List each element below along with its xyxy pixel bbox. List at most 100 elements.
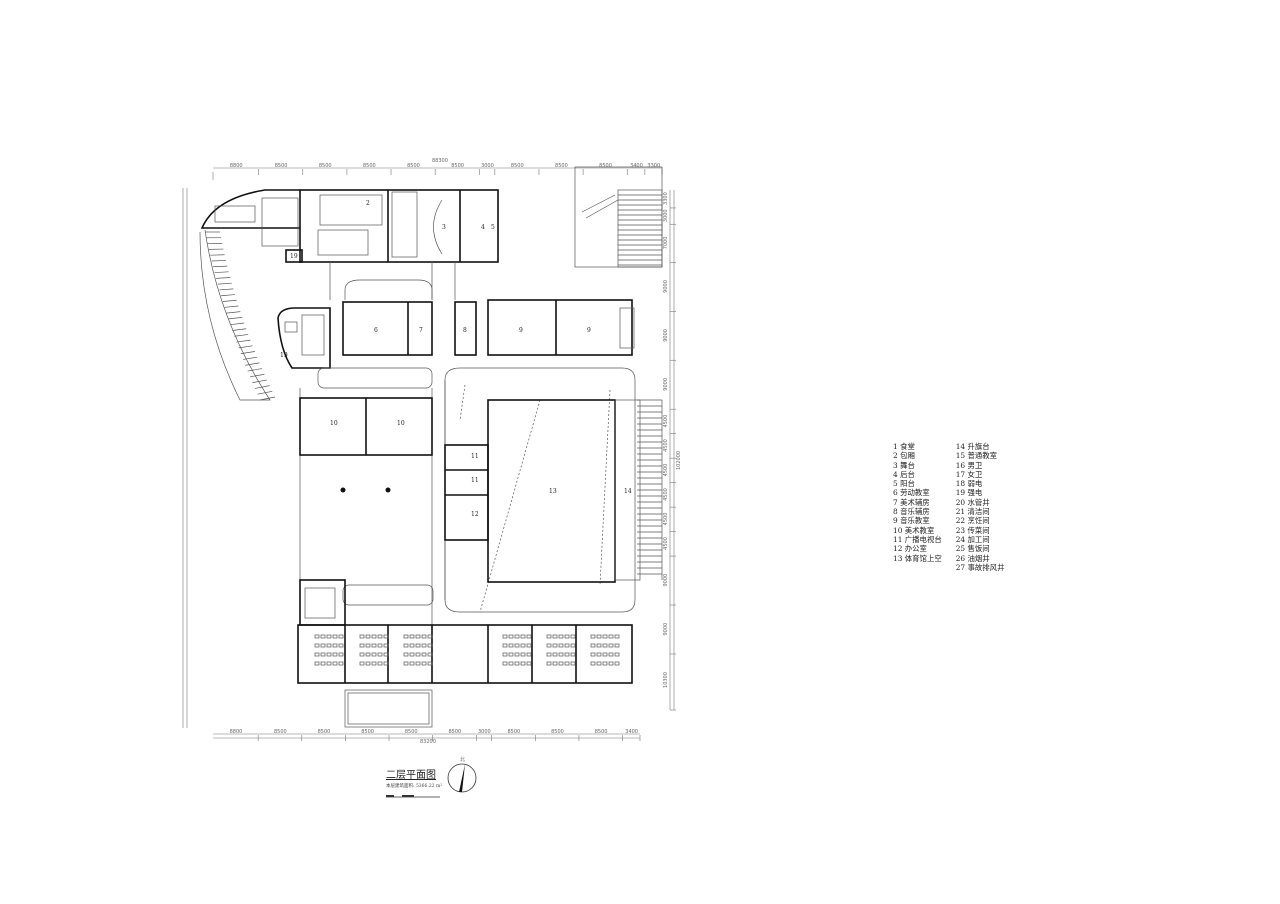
north-wing [199,189,499,401]
room-label: 11 [471,453,479,460]
legend-number: 25 [955,544,966,554]
room-label: 4 [481,224,485,231]
dimension-label: 9000 [663,623,669,636]
legend-number: 26 [955,553,966,563]
dimension-label: 8500 [555,163,568,169]
dimension-label: 7000 [663,237,669,250]
room-label: 11 [471,477,479,484]
dimension-label: 8500 [599,163,612,169]
legend-item: 1 食堂 [893,442,942,451]
legend-item: 9 音乐教室 [893,516,942,525]
legend-name: 水管井 [967,497,990,507]
north-arrow-icon: 北 [447,756,477,793]
dimension-label: 8500 [511,163,524,169]
corridors [299,367,636,625]
legend-name: 后台 [900,469,915,479]
legend-item: 6 劳动教室 [893,488,942,497]
legend-item: 15 普通教室 [956,451,1005,460]
legend-number: 3 [893,460,898,470]
legend-item: 4 后台 [893,470,942,479]
legend-name: 包厢 [900,451,915,461]
dimension-label: 4500 [663,488,669,501]
legend-number: 8 [893,507,898,517]
art-classrooms [299,397,433,626]
middle-wing [277,299,635,369]
area-note: 本层建筑面积: 5366.22 m² [386,784,443,789]
legend-item: 3 舞台 [893,461,942,470]
room-label: 10 [330,420,338,427]
legend-name: 强电 [967,488,983,498]
legend-name: 加工间 [967,534,990,544]
legend-item: 5 阳台 [893,479,942,488]
dimension-label: 8500 [407,163,420,169]
legend-item: 27 事故排风井 [956,563,1005,572]
legend-item: 25 售饭间 [956,544,1005,553]
dimension-label: 8500 [363,163,376,169]
dimension-label: 4500 [663,537,669,550]
legend-number: 15 [955,451,966,461]
legend-name: 事故排风井 [967,562,1005,572]
legend-item: 26 油烟井 [956,554,1005,563]
legend-number: 2 [893,451,898,461]
legend-item: 17 女卫 [956,470,1005,479]
dimension-label: 8500 [319,163,332,169]
dimension-label: 3000 [663,209,669,222]
legend-item: 20 水管井 [956,498,1005,507]
dimension-label: 8800 [230,729,243,735]
dimension-lines [182,167,675,739]
dimension-label: 8500 [274,729,287,735]
legend-name: 男卫 [967,460,983,470]
room-label: 6 [374,327,378,334]
room-label: 5 [491,224,495,231]
legend-name: 办公室 [904,544,927,554]
legend-name: 传菜间 [967,525,990,535]
room-label: 19 [290,253,298,260]
legend-number: 4 [893,469,898,479]
room-label: 8 [463,327,467,334]
room-label: 14 [624,488,632,495]
scale-bar [386,795,440,798]
legend-item: 19 强电 [956,488,1005,497]
legend-name: 油烟井 [967,553,990,563]
legend-name: 美术教室 [904,525,935,535]
dimension-label: 10300 [663,672,669,688]
south-wing [297,624,633,728]
dimension-label: 9000 [663,329,669,342]
legend-item: 22 烹饪间 [956,516,1005,525]
legend-name: 食堂 [900,442,915,451]
svg-text:北: 北 [460,756,465,763]
dimension-label: 3000 [481,163,494,169]
dimension-label: 9000 [663,378,669,391]
dimension-label: 8500 [507,729,520,735]
legend-name: 舞台 [900,460,915,470]
dimension-total: 88300 [432,158,448,164]
room-label: 19 [280,352,288,359]
legend-number: 6 [893,488,898,498]
legend-name: 劳动教室 [900,488,930,498]
legend-name: 普通教室 [967,451,998,461]
room-label: 13 [549,488,557,495]
dimension-label: 8500 [361,729,374,735]
legend-number: 23 [955,525,966,535]
dimension-label: 8500 [551,729,564,735]
dimension-label: 9000 [663,574,669,587]
legend-name: 清洁间 [967,507,990,517]
legend-item: 16 男卫 [956,461,1005,470]
dimension-label: 8800 [230,163,243,169]
legend-number: 24 [955,534,966,544]
dimension-labels: 8800 8500 8500 8500 8500 8500 3000 8500 8500 8500… [230,158,682,745]
dimension-label: 4500 [663,464,669,477]
legend-name: 阳台 [900,479,915,489]
legend-name: 烹饪间 [967,516,990,526]
room-label: 7 [419,327,423,334]
legend-name: 音乐辅房 [900,507,930,517]
dimension-total: 102000 [676,451,682,470]
legend-number: 9 [893,516,898,526]
dimension-label: 3300 [647,163,660,169]
legend-item: 18 弱电 [956,479,1005,488]
legend-item: 21 清洁间 [956,507,1005,516]
